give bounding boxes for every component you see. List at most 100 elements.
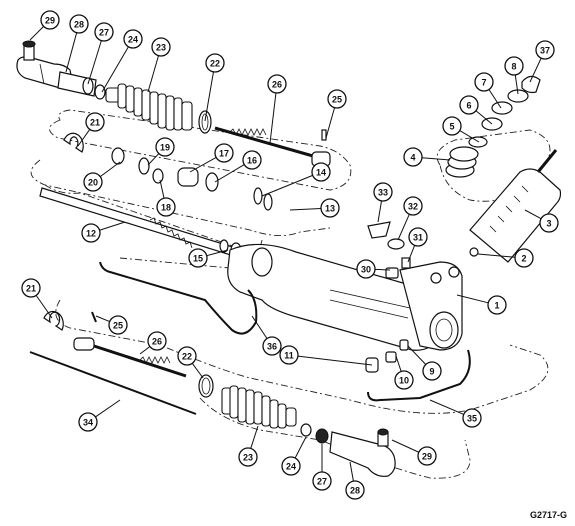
callout-circle (123, 29, 143, 49)
callout-c30: 30 (356, 259, 376, 279)
callout-number: 16 (247, 156, 257, 166)
callout-c29b: 29 (417, 446, 437, 466)
callout-number: 4 (410, 153, 415, 163)
leader-line-c35 (429, 399, 464, 415)
leader-line-c22b (191, 362, 204, 379)
callout-c33: 33 (373, 182, 393, 202)
lower-boot (198, 374, 297, 429)
callout-circle (311, 162, 331, 182)
leader-line-c26a (269, 92, 277, 144)
callout-c32: 32 (403, 196, 423, 216)
hydraulic-lines (99, 261, 471, 402)
callout-c35: 35 (462, 408, 482, 428)
callout-c11: 11 (279, 345, 299, 365)
callout-c4: 4 (403, 147, 423, 167)
callout-c10: 10 (394, 370, 414, 390)
gear-housing (227, 243, 463, 351)
callout-c20: 20 (83, 172, 103, 192)
callout-number: 33 (378, 188, 388, 198)
callout-circle (21, 278, 41, 298)
leader-line-c26b (139, 346, 151, 355)
leader-line-c23b (250, 425, 259, 449)
callout-circle (327, 89, 347, 109)
callout-number: 12 (86, 229, 96, 239)
callout-circle (188, 248, 208, 268)
valve-parts (367, 221, 411, 279)
callout-c14: 14 (311, 162, 331, 182)
callout-number: 6 (466, 101, 471, 111)
callout-circle (83, 172, 103, 192)
callout-leader-lines (29, 26, 542, 482)
upper-tie-rod-end (16, 40, 106, 100)
leader-line-c20 (99, 161, 121, 178)
callout-circle (205, 53, 225, 73)
leader-line-c7 (488, 89, 502, 109)
callout-number: 28 (74, 20, 84, 30)
callout-c7: 7 (474, 72, 494, 92)
callout-circle (487, 295, 507, 315)
callout-circle (108, 315, 128, 335)
leader-line-c27a (87, 40, 102, 85)
callout-c13: 13 (320, 198, 340, 218)
callout-number: 35 (467, 414, 477, 424)
callout-circle (373, 182, 393, 202)
callout-circle (417, 446, 437, 466)
callout-number: 2 (521, 254, 526, 264)
callout-c22a: 22 (205, 53, 225, 73)
upper-boot (105, 83, 193, 131)
callout-circle (94, 22, 114, 42)
callout-circle (238, 447, 258, 467)
leader-line-c24b (294, 436, 307, 459)
leader-line-c21b (35, 295, 53, 319)
callout-number: 24 (128, 35, 138, 45)
callout-c18: 18 (156, 197, 176, 217)
callout-c19: 19 (155, 137, 175, 157)
callout-c26a: 26 (267, 74, 287, 94)
callout-number: 37 (540, 46, 550, 56)
callout-c27b: 27 (312, 471, 332, 491)
pinion-assembly (445, 75, 562, 263)
callout-circle (267, 74, 287, 94)
leader-line-c10 (395, 355, 402, 372)
leader-line-c29b (391, 439, 420, 453)
callout-number: 25 (332, 95, 342, 105)
leader-line-c30 (374, 268, 391, 271)
callout-number: 8 (511, 62, 516, 72)
callout-circle (345, 480, 365, 500)
callout-number: 24 (286, 462, 296, 472)
callout-c23a: 23 (151, 37, 171, 57)
callout-circle (214, 143, 234, 163)
leader-line-c34 (95, 399, 121, 418)
callout-circle (177, 346, 197, 366)
callout-c12: 12 (81, 223, 101, 243)
callout-number: 19 (160, 143, 170, 153)
leader-line-c14 (261, 174, 313, 197)
leader-line-c31 (407, 245, 416, 263)
leader-line-c4 (421, 157, 451, 161)
callout-number: 9 (429, 367, 434, 377)
callout-number: 36 (267, 342, 277, 352)
leader-line-c11 (297, 355, 373, 366)
callout-c21a: 21 (85, 112, 105, 132)
callout-circle (281, 456, 301, 476)
callout-circle (442, 116, 462, 136)
callout-circle (147, 331, 167, 351)
callout-circle (78, 412, 98, 432)
leader-line-c25b (95, 315, 110, 323)
callout-number: 23 (156, 43, 166, 53)
callout-circle (462, 408, 482, 428)
leader-line-c1 (456, 294, 489, 304)
callout-c36: 36 (262, 336, 282, 356)
callout-circle (408, 227, 428, 247)
callout-circle (155, 137, 175, 157)
callout-c2: 2 (514, 248, 534, 268)
callout-c31: 31 (408, 227, 428, 247)
callout-number: 32 (408, 202, 418, 212)
callout-number: 1 (494, 301, 499, 311)
leader-line-c12 (99, 221, 126, 231)
callout-circle (535, 40, 555, 60)
callout-c26b: 26 (147, 331, 167, 351)
callout-number: 27 (317, 477, 327, 487)
